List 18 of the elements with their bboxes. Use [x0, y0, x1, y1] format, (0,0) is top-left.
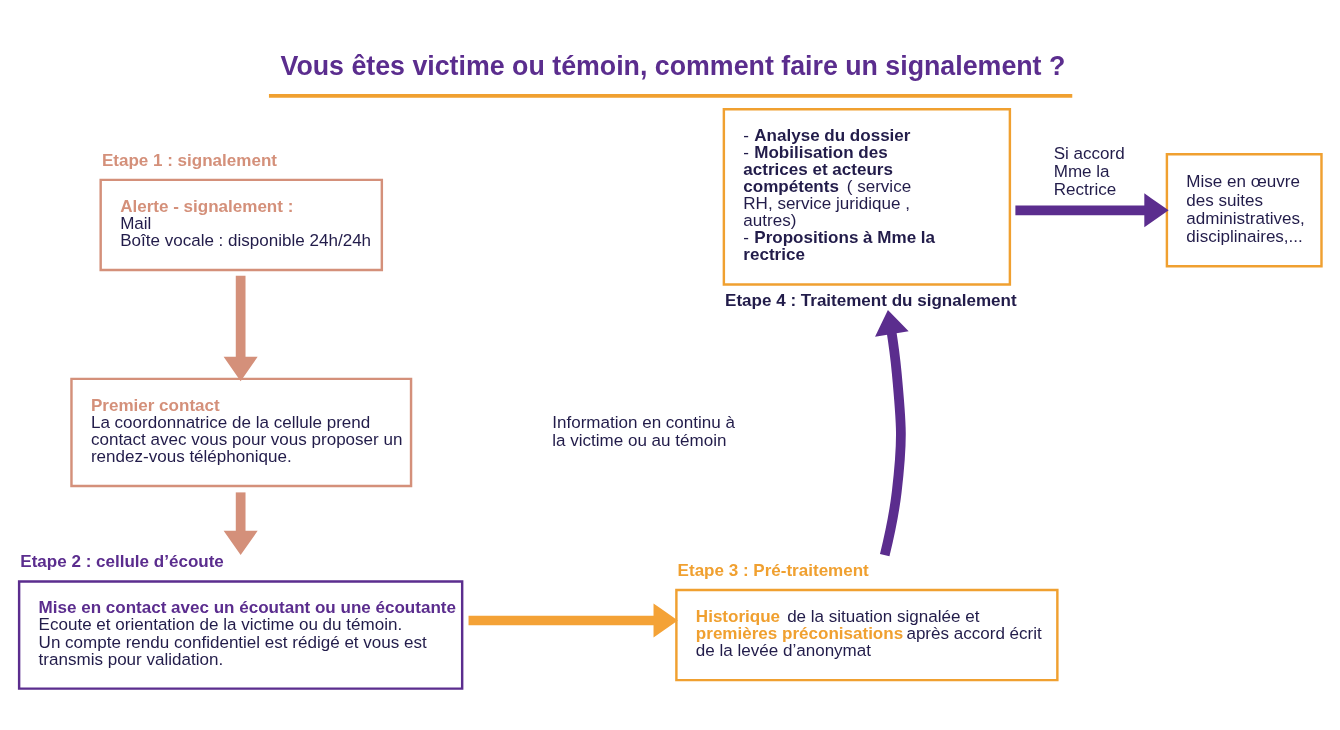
- node-box: Mise en contact avec un écoutant ou une écoutante Ecoute et orientation de la victime ou du témoin. Un compte rendu confidentiel est rédigé et vous est transmis pour validation.: [17, 579, 464, 690]
- node-label: Etape 4 : Traitement du signalement: [725, 289, 1017, 309]
- node-label: Etape 1 : signalement: [101, 150, 277, 170]
- arrow: [468, 602, 678, 637]
- arrow: [1015, 192, 1169, 227]
- node-label: Etape 3 : Pré-traitement: [677, 560, 869, 580]
- edge-label: Si accord Mme la Rectrice: [1053, 143, 1125, 199]
- node-box: Mise en œuvre des suites administratives, disciplinaires,...: [1165, 152, 1323, 267]
- label: Information en continu à la victime ou au témoin: [552, 412, 735, 450]
- node-box: - Analyse du dossier - Mobilisation des actrices et acteurs compétents ( service RH, service juridique , autres) - Propositions à Mme la rectrice: [722, 107, 1012, 286]
- arrow: [223, 275, 258, 381]
- node-box: Alerte - signalement : Mail Boîte vocale : disponible 24h/24h: [99, 178, 384, 271]
- node-box: Historique de la situation signalée et premières préconisations après accord écrit de la levée d’anonymat: [675, 588, 1059, 681]
- arrow: [875, 309, 909, 556]
- node-label: Etape 2 : cellule d’écoute: [20, 551, 224, 571]
- arrow: [223, 491, 258, 555]
- diagram-title: Vous êtes victime ou témoin, comment faire un signalement ?: [280, 50, 1066, 81]
- node-box: Premier contact La coordonnatrice de la cellule prend contact avec vous pour vous proposer un rendez-vous téléphonique.: [70, 377, 413, 487]
